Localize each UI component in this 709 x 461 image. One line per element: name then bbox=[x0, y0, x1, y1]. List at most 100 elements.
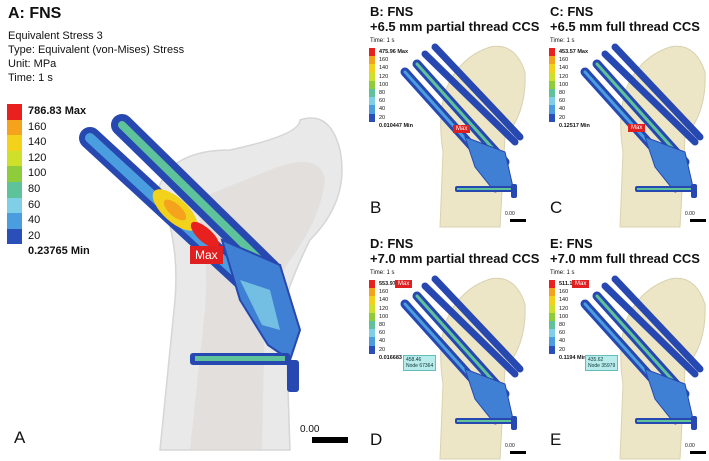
panel-d-legend-row: 20 bbox=[369, 345, 413, 354]
panel-a-scale-rule bbox=[312, 437, 348, 443]
panel-e-legend-swatch bbox=[549, 345, 555, 354]
panel-a-result-type: Type: Equivalent (von-Mises) Stress bbox=[8, 44, 185, 56]
panel-c-legend-label: 140 bbox=[559, 65, 569, 72]
panel-e-legend-swatch bbox=[549, 320, 555, 330]
panel-b-max-flag: Max bbox=[453, 125, 471, 133]
panel-e-legend-row: 80 bbox=[549, 320, 588, 330]
panel-c-legend-label: 60 bbox=[559, 98, 566, 105]
panel-b-legend-swatch bbox=[369, 88, 375, 98]
panel-e-legend-label: 60 bbox=[559, 330, 566, 337]
panel-d-title-line1: D: FNS bbox=[370, 236, 414, 251]
panel-b-legend-label: 120 bbox=[379, 73, 389, 80]
panel-d-scale-bar: 0.00 bbox=[505, 443, 526, 454]
panel-a-scale-label: 0.00 bbox=[300, 424, 320, 435]
panel-a-title: A: FNS bbox=[8, 5, 62, 22]
panel-e-scale-label: 0.00 bbox=[685, 443, 695, 449]
panel-a-legend-swatch bbox=[7, 119, 22, 136]
panel-e-legend-label: 40 bbox=[559, 338, 566, 345]
panel-b-legend-label: 60 bbox=[379, 98, 386, 105]
panel-b-legend-row: 120 bbox=[369, 72, 413, 81]
panel-c-legend-swatch bbox=[549, 80, 555, 89]
panel-b-legend-row: 0.010447 Min bbox=[369, 122, 413, 130]
panel-a-max-flag: Max bbox=[190, 246, 223, 264]
panel-a-legend-swatch bbox=[7, 213, 22, 229]
panel-c-legend-label: 20 bbox=[559, 114, 566, 121]
panel-c-letter: C bbox=[550, 198, 563, 217]
panel-b-time: Time: 1 s bbox=[370, 38, 395, 44]
panel-c-legend-swatch bbox=[549, 88, 555, 98]
panel-d-legend-label: 40 bbox=[379, 338, 386, 345]
panel-b-legend-label: 80 bbox=[379, 89, 386, 96]
panel-c-legend-row: 140 bbox=[549, 64, 590, 73]
panel-c-legend-label: 120 bbox=[559, 73, 569, 80]
panel-a-legend-swatch bbox=[7, 150, 22, 167]
panel-b-legend-row: 160 bbox=[369, 56, 413, 65]
panel-b-legend-label: 0.010447 Min bbox=[379, 122, 413, 129]
panel-c-legend-row: 40 bbox=[549, 105, 590, 114]
panel-d-legend-label: 140 bbox=[379, 297, 389, 304]
panel-b-legend-row: 80 bbox=[369, 88, 413, 98]
panel-a-letter: A bbox=[14, 428, 26, 447]
panel-b-letter: B bbox=[370, 198, 382, 217]
panel-e-legend-label: 160 bbox=[559, 289, 569, 296]
panel-c-title-line2: +6.5 mm full thread CCS bbox=[550, 19, 700, 34]
panel-b-legend-swatch bbox=[369, 56, 375, 65]
panel-b-legend-swatch bbox=[369, 64, 375, 73]
panel-a-legend-row: 40 bbox=[7, 213, 90, 229]
panel-d-legend-swatch bbox=[369, 320, 375, 330]
panel-c-time: Time: 1 s bbox=[550, 38, 575, 44]
panel-c-legend-swatch bbox=[549, 64, 555, 73]
panel-d-legend-label: 0.016683 Min bbox=[379, 354, 413, 361]
panel-c-scale-bar: 0.00 bbox=[685, 211, 706, 222]
panel-d-legend-label: 553.97 Max bbox=[379, 281, 409, 287]
panel-c-max-flag: Max bbox=[628, 124, 646, 132]
panel-d-legend-row: 0.016683 Min bbox=[369, 354, 413, 362]
panel-b-legend-swatch bbox=[369, 97, 375, 106]
panel-d-legend-label: 100 bbox=[379, 313, 389, 320]
panel-e-scale-bar: 0.00 bbox=[685, 443, 706, 454]
panel-a-meta: Equivalent Stress 3 Type: Equivalent (vo… bbox=[8, 29, 184, 85]
panel-d-legend-swatch bbox=[369, 280, 375, 289]
panel-b-title-line1: B: FNS bbox=[370, 4, 414, 19]
panel-c-legend-swatch bbox=[549, 72, 555, 81]
panel-c-legend-label: 100 bbox=[559, 81, 569, 88]
panel-a-legend-label: 160 bbox=[28, 120, 47, 133]
panel-b-legend-label: 100 bbox=[379, 81, 389, 88]
panel-e-legend-row: 40 bbox=[549, 337, 588, 346]
panel-a-legend-swatch bbox=[7, 228, 22, 245]
panel-d-time: Time: 1 s bbox=[370, 270, 395, 276]
panel-e-legend-swatch bbox=[549, 280, 555, 289]
panel-e-legend-swatch bbox=[549, 296, 555, 305]
panel-d-legend-row: 100 bbox=[369, 312, 413, 321]
panel-e-legend-row: 160 bbox=[549, 288, 588, 297]
panel-b-scale-rule bbox=[510, 219, 526, 222]
panel-c-legend-label: 160 bbox=[559, 57, 569, 64]
panel-b-legend-row: 40 bbox=[369, 105, 413, 114]
panel-b-legend-swatch bbox=[369, 72, 375, 81]
panel-a-legend-row: 160 bbox=[7, 119, 90, 136]
panel-d-max-flag: Max bbox=[395, 280, 413, 288]
panel-c-legend-row: 80 bbox=[549, 88, 590, 98]
panel-b-legend-label: 40 bbox=[379, 106, 386, 113]
panel-c-legend-label: 40 bbox=[559, 106, 566, 113]
panel-e-legend-swatch bbox=[549, 329, 555, 338]
panel-d-legend-row: 80 bbox=[369, 320, 413, 330]
panel-e-max-flag: Max bbox=[572, 280, 590, 288]
panel-e-probe-node: Node 35979 bbox=[588, 363, 616, 369]
panel-d-legend-label: 120 bbox=[379, 305, 389, 312]
panel-a-legend-label: 20 bbox=[28, 229, 41, 242]
panel-c-legend-row: 60 bbox=[549, 97, 590, 106]
panel-b-legend-label: 140 bbox=[379, 65, 389, 72]
panel-d-scale-rule bbox=[510, 451, 526, 454]
panel-b-title-line2: +6.5 mm partial thread CCS bbox=[370, 19, 540, 34]
panel-b-legend-row: 60 bbox=[369, 97, 413, 106]
panel-b-legend-swatch bbox=[369, 80, 375, 89]
panel-a-legend-label: 80 bbox=[28, 182, 41, 195]
panel-a-scale-bar: 0.00 bbox=[300, 424, 348, 443]
